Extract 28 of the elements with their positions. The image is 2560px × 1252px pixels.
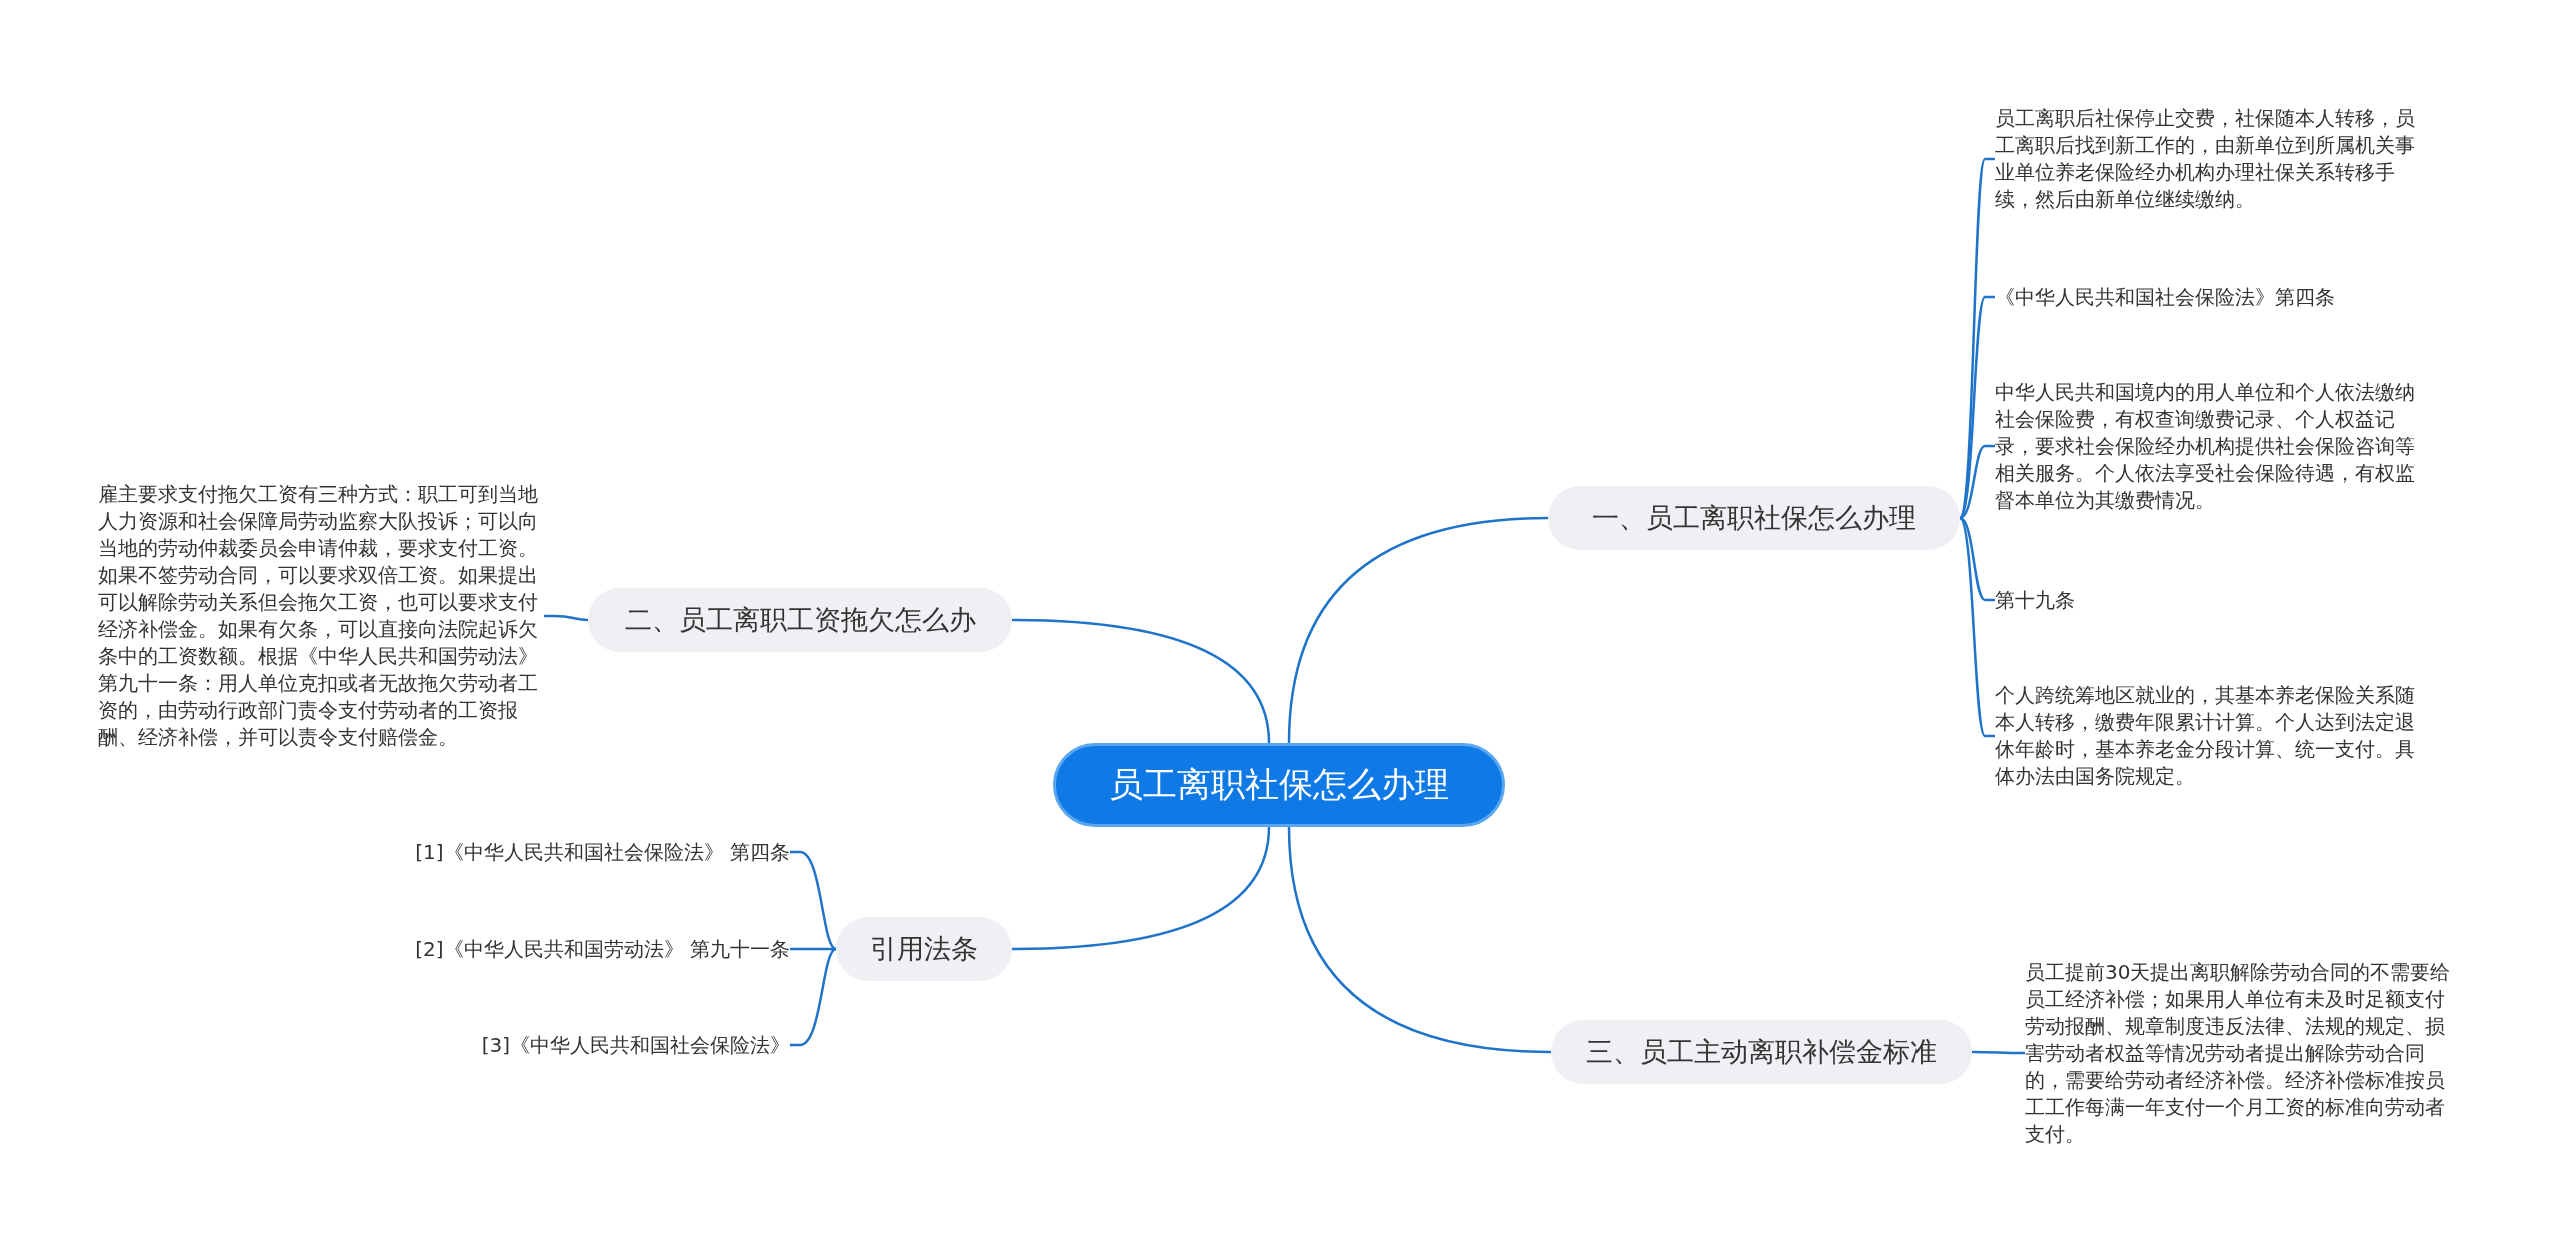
connector-line — [1959, 295, 1995, 519]
connector-line — [790, 947, 837, 1047]
branch-topic: 引用法条 — [836, 917, 1012, 981]
leaf-text: 个人跨统筹地区就业的，其基本养老保险关系随本人转移，缴费年限累计计算。个人达到法定退休年龄时，基本养老金分段计算、统一支付。具体办法由国务院规定。 — [1995, 682, 2425, 790]
leaf-text: 雇主要求支付拖欠工资有三种方式：职工可到当地人力资源和社会保障局劳动监察大队投诉；可以向当地的劳动仲裁委员会申请仲裁，要求支付工资。如果不签劳动合同，可以要求双倍工资。如果提出可以解除劳动关系但会拖欠工资，也可以要求支付经济补偿金。如果有欠条，可以直接向法院起诉欠条中的工资数额。根据《中华人民共和国劳动法》第九十一条：用人单位克扣或者无故拖欠劳动者工资的，由劳动行政部门责令支付劳动者的工资报酬、经济补偿，并可以责令支付赔偿金。 — [98, 481, 544, 751]
branch-topic: 二、员工离职工资拖欠怎么办 — [588, 588, 1012, 652]
connector-line — [1959, 516, 1995, 602]
connector-line — [1011, 826, 1271, 951]
branch-topic: 一、员工离职社保怎么办理 — [1548, 486, 1960, 550]
connector-line — [1287, 826, 1552, 1054]
connector-line — [790, 850, 837, 951]
connector-line — [1287, 516, 1549, 744]
branch-topic: 三、员工主动离职补偿金标准 — [1551, 1020, 1972, 1084]
leaf-text: [3]《中华人民共和国社会保险法》 — [481, 1031, 790, 1059]
leaf-text: [2]《中华人民共和国劳动法》 第九十一条 — [415, 935, 790, 963]
leaf-text: 中华人民共和国境内的用人单位和个人依法缴纳社会保险费，有权查询缴费记录、个人权益记录，要求社会保险经办机构提供社会保险咨询等相关服务。个人依法享受社会保险待遇，有权监督本单位为其缴费情况。 — [1995, 378, 2425, 514]
connector-line — [1959, 517, 1995, 738]
connector-line — [544, 614, 589, 622]
connector-line — [1959, 444, 1995, 520]
connector-line — [1011, 618, 1271, 744]
connector-line — [790, 947, 836, 951]
leaf-text: 《中华人民共和国社会保险法》第四条 — [1995, 283, 2335, 311]
central-topic: 员工离职社保怎么办理 — [1053, 743, 1505, 827]
leaf-text: 员工提前30天提出离职解除劳动合同的不需要给员工经济补偿；如果用人单位有未及时足额支付劳动报酬、规章制度违反法律、法规的规定、损害劳动者权益等情况劳动者提出解除劳动合同的，需要给劳动者经济补偿。经济补偿标准按员工工作每满一年支付一个月工资的标准向劳动者支付。 — [2025, 958, 2461, 1148]
connector-line — [1972, 1050, 2025, 1055]
leaf-text: 第十九条 — [1995, 586, 2075, 614]
leaf-text: [1]《中华人民共和国社会保险法》 第四条 — [415, 838, 790, 866]
leaf-text: 员工离职后社保停止交费，社保随本人转移，员工离职后找到新工作的，由新单位到所属机关事业单位养老保险经办机构办理社保关系转移手续，然后由新单位继续缴纳。 — [1995, 105, 2425, 213]
